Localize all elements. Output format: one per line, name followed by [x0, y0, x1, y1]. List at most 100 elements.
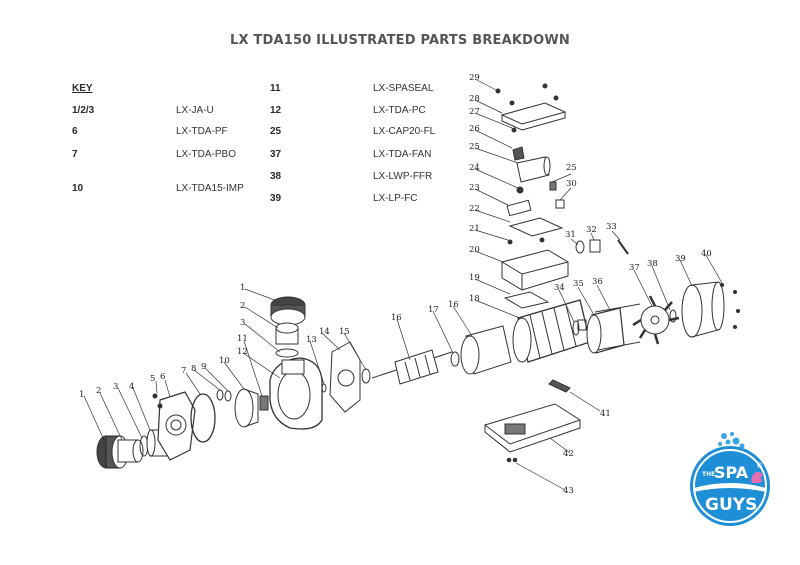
part-seal	[259, 395, 269, 411]
key-part: LX-TDA-PC	[373, 105, 426, 116]
key-part: LX-TDA15-IMP	[176, 183, 244, 194]
part-lid-gasket	[508, 217, 564, 237]
duck-icon	[751, 471, 763, 483]
callout-19: 19	[469, 273, 480, 283]
callout-36: 36	[592, 277, 603, 287]
part-lid-screws	[495, 83, 559, 106]
callout-11: 11	[237, 334, 248, 344]
key-num: 39	[270, 193, 282, 204]
callout-35: 35	[573, 279, 584, 289]
callout-2: 2	[96, 386, 101, 396]
part-base-screws	[506, 457, 518, 463]
key-part: LX-LP-FC	[373, 193, 418, 204]
part-rear-bearing	[572, 320, 580, 336]
callout-20: 20	[469, 245, 480, 255]
callout-14: 14	[319, 327, 330, 337]
callout-13: 13	[306, 335, 317, 345]
part-base	[483, 403, 582, 453]
callout-28: 28	[469, 94, 480, 104]
callout-26: 26	[469, 124, 480, 134]
part-clamp	[512, 146, 525, 161]
callout-42: 42	[563, 449, 574, 459]
part-fan	[632, 295, 680, 345]
callout-1-top: 1	[240, 283, 245, 293]
part-cable-gland	[589, 239, 601, 253]
callout-21: 21	[469, 224, 480, 234]
part-union-nut-top	[270, 296, 306, 326]
callout-3: 3	[113, 382, 118, 392]
key-num: 10	[72, 183, 84, 194]
part-washer	[216, 389, 224, 401]
callout-3-top: 3	[240, 318, 245, 328]
key-num: 38	[270, 171, 282, 182]
part-fan-cover	[681, 281, 725, 338]
callout-7: 7	[181, 366, 186, 376]
part-screws-21	[507, 237, 545, 245]
part-box-gasket	[503, 291, 550, 309]
key-num: 11	[270, 83, 281, 94]
part-nut	[224, 390, 232, 402]
callout-24: 24	[469, 163, 480, 173]
page-title: LX TDA150 ILLUSTRATED PARTS BREAKDOWN	[229, 33, 571, 48]
key-num: 6	[72, 126, 78, 137]
leader-lines	[83, 78, 723, 491]
callout-40: 40	[701, 249, 712, 259]
callout-34: 34	[554, 283, 565, 293]
key-part: LX-TDA-PF	[176, 126, 228, 137]
part-fan-clip	[669, 309, 677, 323]
spa-guys-logo: THE SPA © GUYS	[690, 432, 770, 526]
key-part: LX-SPASEAL	[373, 83, 434, 94]
part-terminal-box	[501, 249, 569, 291]
callout-41: 41	[600, 409, 611, 419]
part-pin-33	[617, 239, 629, 255]
part-terminal-block	[506, 199, 532, 217]
bubbles-icon	[718, 432, 745, 449]
part-bearing	[450, 351, 460, 367]
callout-9: 9	[201, 362, 206, 372]
callout-8: 8	[191, 364, 196, 374]
callout-16b: 16	[448, 300, 459, 310]
logo-guys: GUYS	[705, 495, 757, 515]
part-back-plate	[329, 341, 361, 413]
key-part: LX-TDA-PBO	[176, 149, 237, 160]
callout-30: 30	[566, 179, 577, 189]
callout-2-top: 2	[240, 301, 245, 311]
key-num: 1/2/3	[72, 105, 95, 116]
key-part: LX-LWP-FFR	[373, 171, 433, 182]
key-part: LX-CAP20-FL	[373, 126, 436, 137]
part-washer-31	[575, 240, 585, 254]
part-end-bell	[586, 303, 641, 354]
part-tailpiece-top	[275, 322, 299, 345]
part-rotor-shaft	[371, 349, 453, 385]
part-key	[548, 379, 571, 393]
part-cover-screws	[720, 283, 740, 329]
callout-10: 10	[219, 356, 230, 366]
logo-spa: SPA	[714, 463, 749, 482]
callout-15: 15	[339, 327, 350, 337]
part-oring-top	[275, 348, 299, 358]
part-pump-casing	[269, 357, 323, 430]
key-heading: KEY	[72, 83, 93, 94]
part-screw-27	[511, 127, 517, 133]
callout-labels: 1 2 3 4 5 6 7 8 9 10 11 12 13 14 15 16 1…	[79, 73, 712, 496]
logo-the: THE	[702, 471, 715, 478]
callout-37: 37	[629, 263, 640, 273]
callout-33: 33	[606, 222, 617, 232]
part-stator	[460, 325, 512, 375]
key-num: 12	[270, 105, 282, 116]
part-front-plate	[157, 391, 196, 461]
callout-25b: 25	[566, 163, 577, 173]
callout-29: 29	[469, 73, 480, 83]
part-cap-nut	[549, 181, 557, 191]
callout-17: 17	[428, 305, 439, 315]
callout-25: 25	[469, 142, 480, 152]
callout-6: 6	[160, 372, 165, 382]
callout-1: 1	[79, 390, 84, 400]
key-part: LX-TDA-FAN	[373, 149, 432, 160]
callout-27: 27	[469, 107, 480, 117]
key-num: 25	[270, 126, 282, 137]
callout-38: 38	[647, 259, 658, 269]
part-gasket	[190, 393, 216, 443]
callout-22: 22	[469, 204, 480, 214]
logo-mark: ©	[756, 462, 763, 470]
